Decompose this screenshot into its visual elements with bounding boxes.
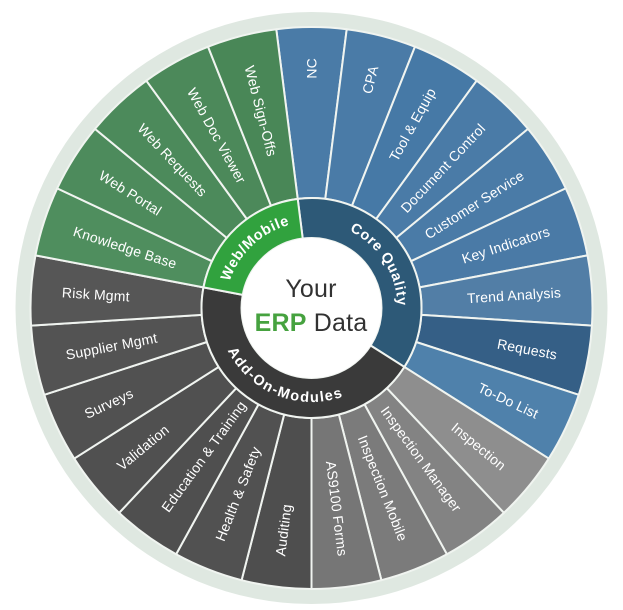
center-circle xyxy=(241,238,382,378)
segment-label-risk-mgmt: Risk Mgmt xyxy=(61,284,130,304)
segment-label-nc: NC xyxy=(304,58,320,79)
segment-label-trend-analysis: Trend Analysis xyxy=(467,284,562,306)
segment-label-cpa: CPA xyxy=(359,63,382,95)
segment-label-auditing: Auditing xyxy=(272,503,294,557)
